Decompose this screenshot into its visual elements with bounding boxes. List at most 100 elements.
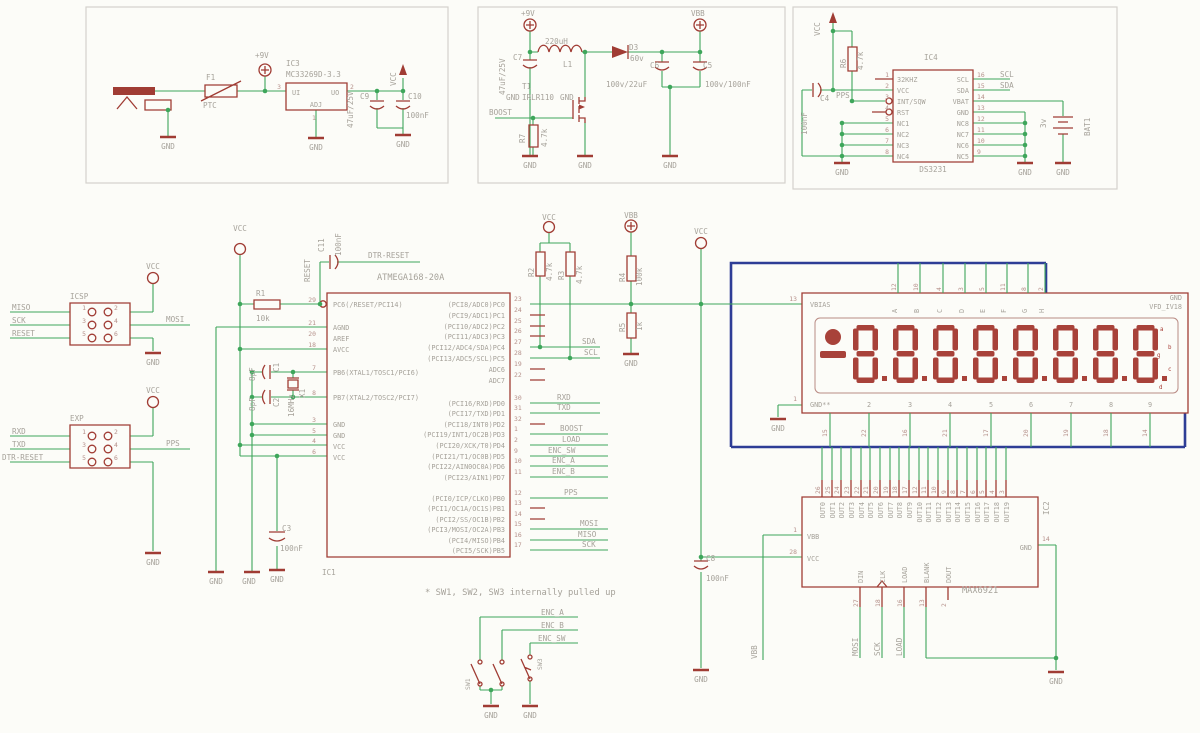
- junction-dot: [237, 346, 243, 352]
- val-ic3: MC33269D-3.3: [286, 70, 341, 79]
- ic4-nc7: NC7: [957, 131, 969, 139]
- supply-vcc-rtc: VCC: [813, 22, 822, 36]
- pin: 12: [911, 486, 919, 494]
- val-r1: 10k: [256, 314, 270, 323]
- pin: 15: [977, 82, 985, 90]
- vfd-blue-outline: [729, 261, 1187, 449]
- pin: 27: [852, 599, 860, 607]
- ic1-pc5: (PCI13/ADC5/SCL)PC5: [427, 355, 505, 363]
- ic1-pc2: (PCI10/ADC2)PC2: [444, 323, 505, 331]
- pin: 2: [1037, 287, 1045, 291]
- pin: 11: [514, 468, 522, 476]
- pin: 28: [514, 349, 522, 357]
- pin: 5: [312, 427, 316, 435]
- vfd-grid8: 8: [1109, 401, 1113, 409]
- vfd-seg-a: A: [891, 309, 899, 313]
- ic1-agnd: AGND: [333, 324, 349, 332]
- gnd-label: GND: [523, 161, 537, 170]
- pin: 1: [793, 395, 797, 403]
- ic1-pb7: PB7(XTAL2/TOSC2/PCI7): [333, 394, 419, 402]
- frame-boost-converter: [477, 6, 786, 184]
- gnd-label: GND: [396, 140, 410, 149]
- ic4-intsqw: INT/SQW: [897, 98, 927, 106]
- vfd-decimal-point: [922, 376, 927, 381]
- ref-c6: C6: [650, 61, 660, 70]
- ref-ic3: IC3: [286, 59, 300, 68]
- pin: 22: [860, 429, 868, 437]
- pin: 11: [999, 283, 1007, 291]
- pin: 17: [982, 429, 990, 437]
- gnd-label: GND: [1056, 168, 1070, 177]
- val-c1a: 8pF: [248, 367, 257, 381]
- vfd-decimal-point: [1082, 376, 1087, 381]
- pin: 14: [514, 510, 522, 518]
- gnd-bars: [145, 133, 1071, 708]
- vfd-seg-b: B: [913, 309, 921, 313]
- junction-dot: [400, 88, 406, 94]
- ref-f1: F1: [206, 73, 216, 82]
- ic1-pc0: (PCI8/ADC0)PC0: [448, 301, 505, 309]
- val-c9: 47uF/25V: [346, 91, 355, 128]
- ic2-out13: OUT13: [945, 502, 953, 522]
- ic2-out16: OUT16: [974, 502, 982, 522]
- junction-dot: [667, 84, 673, 90]
- supply-vcc-vfd: VCC: [694, 227, 708, 236]
- ic1-aref: AREF: [333, 335, 349, 343]
- ic4-rst: RST: [897, 109, 909, 117]
- vfd-grid3: 3: [908, 401, 912, 409]
- net-sck2: SCK: [582, 540, 596, 549]
- net-miso: MISO: [12, 303, 31, 312]
- junction-dot: [374, 88, 380, 94]
- pin: 28: [789, 548, 797, 556]
- val-r3: 4.7k: [575, 265, 584, 284]
- ref-c5: C5: [703, 61, 712, 70]
- junction-dot: [1022, 131, 1028, 137]
- ref-c4: C4: [820, 94, 830, 103]
- symbols: [69, 12, 1189, 687]
- pin: 8: [949, 490, 957, 494]
- pin: 22: [514, 371, 522, 379]
- ref-l1: L1: [563, 60, 573, 69]
- ic4-nc2: NC2: [897, 131, 909, 139]
- frame-power-input: [85, 6, 449, 184]
- junction-dot: [1022, 142, 1028, 148]
- junction-dot: [567, 355, 573, 361]
- pin: 3: [82, 317, 86, 325]
- gnd-label: GND: [506, 93, 520, 102]
- junction-dot: [488, 687, 494, 693]
- ic1-gnd2: GND: [333, 432, 345, 440]
- ic2-out12: OUT12: [935, 502, 943, 522]
- pin: 30: [514, 394, 522, 402]
- ref-d3: D3: [629, 43, 638, 52]
- gnd-label: GND: [578, 161, 592, 170]
- ref-t1: T1: [522, 82, 532, 91]
- junction-dot: [249, 421, 255, 427]
- ref-ic2: IC2: [1042, 501, 1051, 515]
- seg-d: d: [1159, 385, 1163, 391]
- pin: 8: [885, 148, 889, 156]
- pin: 3: [885, 93, 889, 101]
- pin: 16: [901, 429, 909, 437]
- component-outlines: [69, 44, 1189, 685]
- ic2-vcc: VCC: [807, 555, 819, 563]
- ref-c3: C3: [282, 524, 291, 533]
- pin: 25: [514, 317, 522, 325]
- pin: 6: [114, 454, 118, 462]
- net-boost: BOOST: [489, 108, 512, 117]
- pin: 5: [82, 330, 86, 338]
- pin: 24: [514, 306, 522, 314]
- gnd-label: GND: [523, 711, 537, 720]
- pin: 2: [885, 82, 889, 90]
- pin: 1: [514, 425, 518, 433]
- ic2-load: LOAD: [901, 567, 909, 583]
- pin-wires: [821, 263, 1151, 607]
- ic1-pd0: (PCI16/RXD)PD0: [448, 400, 505, 408]
- ref-r6: R6: [839, 58, 848, 68]
- pin: 10: [930, 486, 938, 494]
- pin: 14: [977, 93, 985, 101]
- filled-symbols: [113, 12, 837, 110]
- val-r6: 4.7k: [856, 51, 865, 70]
- vfd-digit-8: [933, 325, 967, 383]
- junction-dot: [698, 301, 704, 307]
